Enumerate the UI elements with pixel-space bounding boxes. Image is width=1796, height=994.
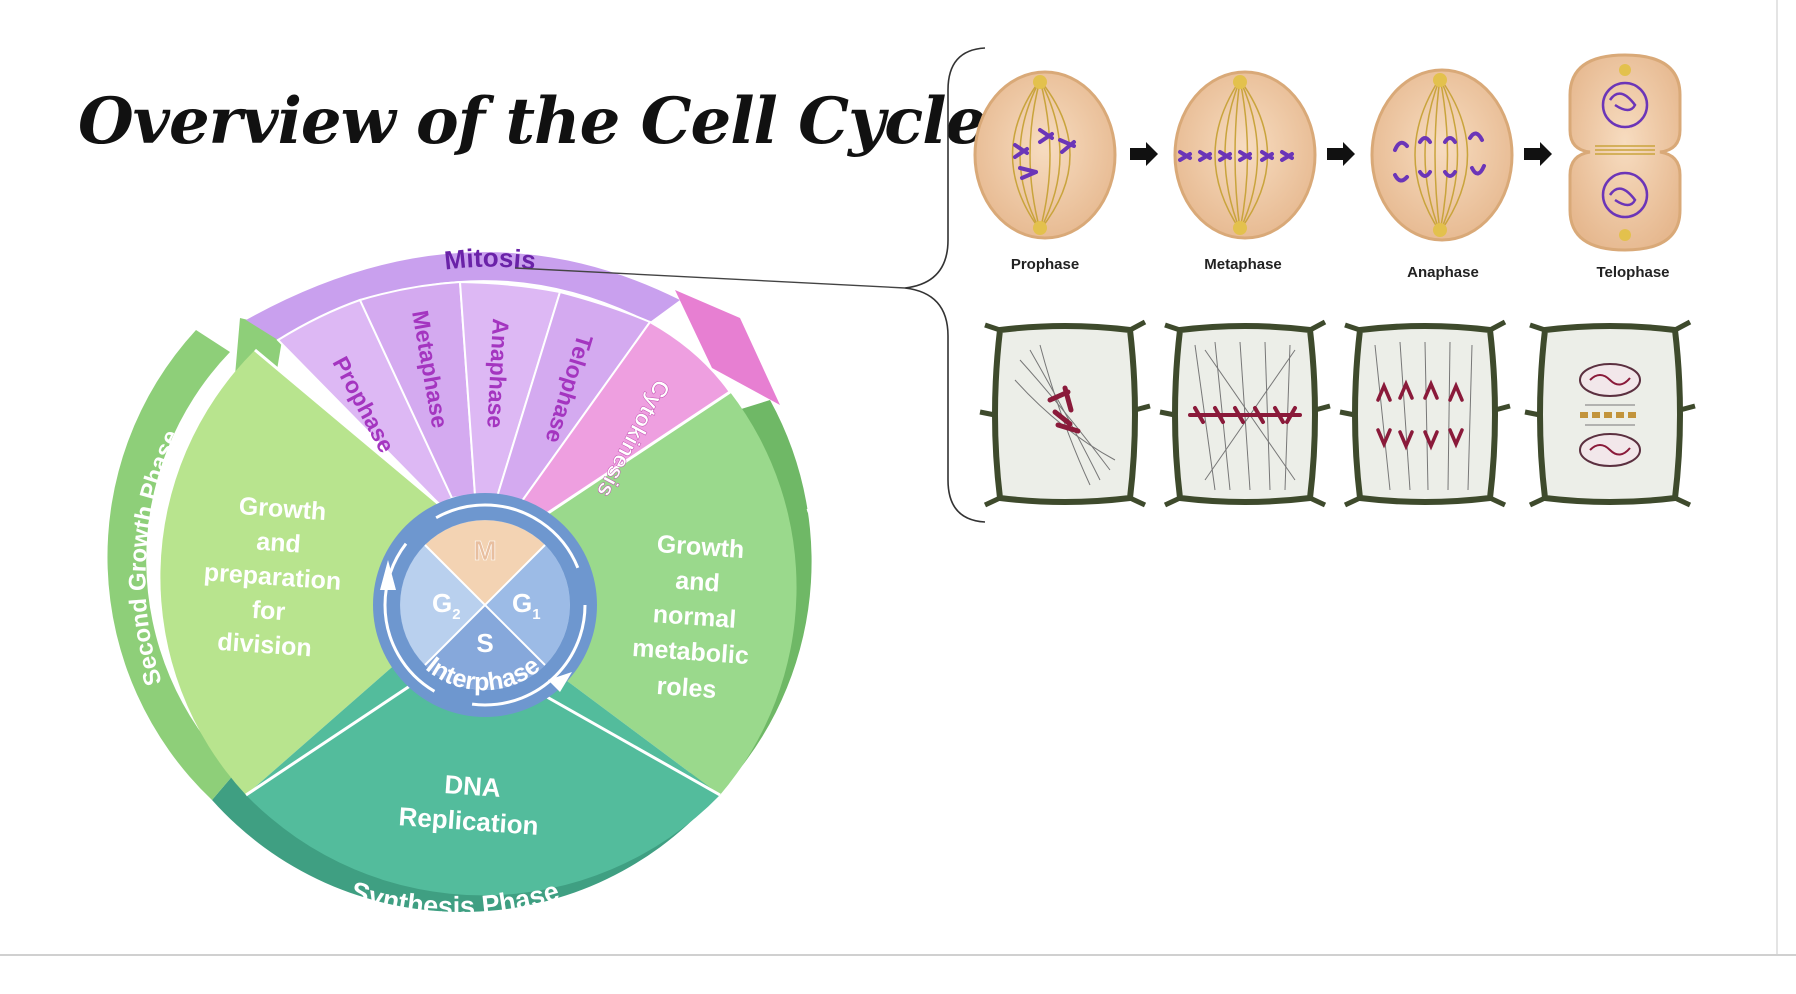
plant-cell-telophase-illustration (1524, 319, 1696, 508)
svg-text:and: and (674, 567, 720, 598)
anaphase-label: Anaphase (482, 318, 514, 429)
arrow-right-icon (1524, 142, 1552, 166)
anaphase-cell-illustration (1370, 68, 1514, 242)
m-label: M (473, 535, 496, 566)
g1-label: G1 (512, 588, 541, 623)
arrow-right-icon (1130, 142, 1158, 166)
bottom-divider (0, 954, 1796, 956)
interphase-right-arrow-icon (548, 672, 572, 692)
svg-text:roles: roles (656, 672, 718, 704)
micrograph-panel: Prophase Metaphase Anaphase Telophase (904, 47, 1696, 523)
svg-text:division: division (216, 628, 312, 663)
plant-cell-metaphase-illustration (1159, 319, 1331, 508)
right-divider (1776, 0, 1778, 954)
svg-text:Growth: Growth (238, 492, 327, 526)
slide-title: Overview of the Cell Cycle (78, 84, 986, 159)
curly-brace (904, 47, 986, 523)
second-growth-ring (107, 330, 235, 800)
svg-text:for: for (251, 596, 286, 626)
svg-text:Mitosis: Mitosis (443, 243, 538, 276)
telophase-cell-illustration (1568, 53, 1682, 252)
interphase-left-arrow-icon (380, 560, 396, 590)
svg-text:and: and (255, 528, 301, 559)
cytokinesis-arrow-icon (675, 290, 780, 405)
micrograph-label-anaphase: Anaphase (1407, 264, 1479, 281)
micrograph-label-prophase: Prophase (1011, 256, 1079, 273)
mitosis-arc-band (246, 252, 680, 340)
g1-quadrant (485, 545, 570, 665)
mitosis-label: Mitosis (443, 243, 538, 276)
arrow-right-icon (1327, 142, 1355, 166)
plant-cell-prophase-illustration (979, 319, 1151, 508)
m-quadrant (425, 520, 545, 605)
s-sector (246, 604, 720, 896)
svg-text:Growth: Growth (656, 530, 745, 564)
micrograph-label-metaphase: Metaphase (1204, 256, 1282, 273)
svg-text:normal: normal (652, 600, 737, 634)
g2-quadrant (400, 545, 485, 665)
g2-sector (160, 350, 464, 795)
plant-cell-anaphase-illustration (1339, 319, 1511, 508)
g1-sector (464, 392, 797, 795)
cell-cycle-wheel: M G2 G1 S Interphase Mitosis Prophase Me… (107, 243, 842, 922)
s-label: S (476, 628, 493, 658)
svg-text:DNA: DNA (443, 769, 502, 803)
s-quadrant (425, 605, 545, 690)
g2-label: G2 (432, 588, 461, 623)
connector-line (514, 267, 906, 289)
metaphase-cell-illustration (1173, 70, 1317, 240)
prophase-cell-illustration (973, 70, 1117, 240)
micrograph-label-telophase: Telophase (1596, 264, 1669, 281)
